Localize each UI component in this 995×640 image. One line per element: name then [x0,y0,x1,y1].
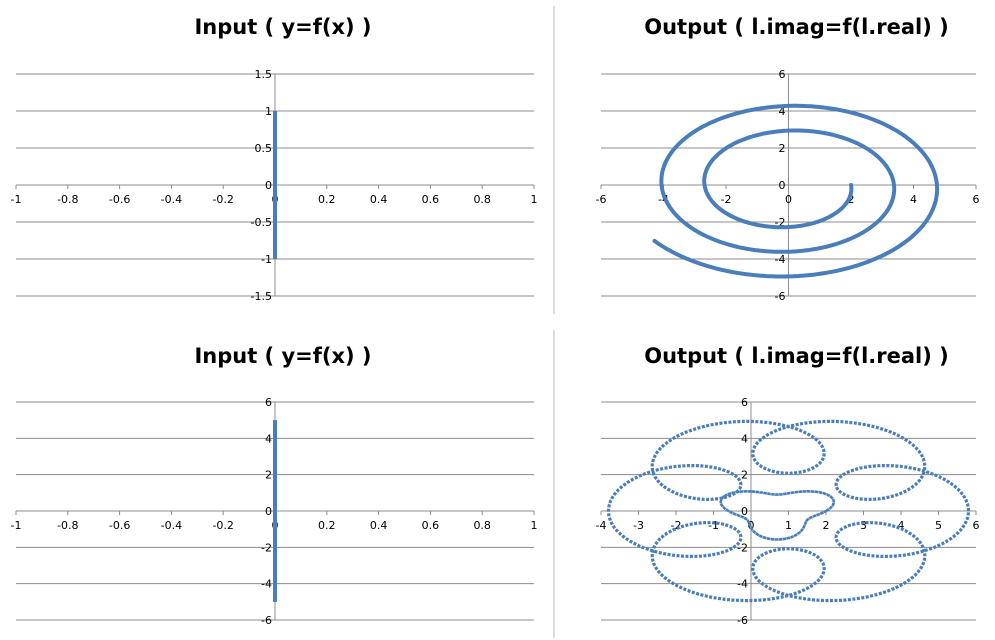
input-bottom-y-tick-label: 6 [265,396,272,409]
input-top-x-tick-label: -0.4 [161,193,182,206]
input-top-x-tick-label: -0.6 [109,193,130,206]
input-bottom-x-tick-label: 0.8 [473,519,491,532]
output-top-series-spiral [652,103,940,279]
input-top-chart: Input ( y=f(x) ) -1.5 -1 -0.5 0 0.5 1 1.5 -1 -0.8… [11,15,538,303]
output-bottom-x-tick-label: 5 [935,519,942,532]
output-top-y-tick-label: 4 [779,105,786,118]
input-bottom-chart: Input ( y=f(x) ) -6 -4 -2 0 2 4 6 -1 -0.8 -0.6 -0.4… [11,344,538,627]
output-bottom-x-tick-label: -1 [708,519,719,532]
output-bottom-x-tick-label: 3 [860,519,867,532]
input-bottom-x-tick-label: 1 [531,519,538,532]
output-top-x-tick-label: 6 [973,193,980,206]
output-top-y-tick-label: 2 [779,142,786,155]
output-top-x-tick-label: 2 [848,193,855,206]
input-top-x-tick-label: 0.2 [318,193,336,206]
output-bottom-title: Output ( l.imag=f(l.real) ) [644,344,949,368]
output-bottom-y-tick-label: 4 [741,432,748,445]
input-top-y-tick-label: 0 [265,179,272,192]
input-bottom-y-tick-label: -2 [261,541,272,554]
output-top-y-tick-label: -6 [775,290,786,303]
output-top-y-tick-label: -2 [775,216,786,229]
output-bottom-x-tick-label: -3 [633,519,644,532]
output-bottom-x-tick-label: -2 [671,519,682,532]
input-top-y-tick-label: -0.5 [251,216,272,229]
input-bottom-x-tick-label: -0.8 [57,519,78,532]
input-top-y-tick-label: 1.5 [255,68,273,81]
input-bottom-x-tick-label: 0.2 [318,519,336,532]
input-bottom-x-tick-label: 0.6 [422,519,440,532]
output-bottom-x-tick-label: 2 [823,519,830,532]
input-top-title: Input ( y=f(x) ) [194,15,371,39]
input-bottom-x-tick-label: -0.6 [109,519,130,532]
output-bottom-x-tick-label: 6 [973,519,980,532]
output-bottom-chart: Output ( l.imag=f(l.real) ) -6 -4 -2 0 2 4 6 -4 -… [596,344,980,627]
input-bottom-y-tick-label: 2 [265,469,272,482]
output-top-y-tick-label: -4 [775,253,786,266]
input-bottom-title: Input ( y=f(x) ) [194,344,371,368]
input-top-y-tick-label: 0.5 [255,142,273,155]
input-bottom-x-tick-label: 0.4 [370,519,388,532]
input-bottom-y-tick-label: -6 [261,614,272,627]
output-bottom-series-loops [606,419,971,603]
output-top-x-tick-label: 4 [910,193,917,206]
input-bottom-y-tick-label: 4 [265,432,272,445]
input-top-x-tick-label: -0.8 [57,193,78,206]
input-top-y-tick-label: -1.5 [251,290,272,303]
input-top-x-tick-label: -0.2 [212,193,233,206]
output-bottom-x-tick-label: -4 [596,519,607,532]
input-bottom-y-tick-label: -4 [261,578,272,591]
input-top-y-tick-label: 1 [265,105,272,118]
input-top-x-tick-label: 0.8 [473,193,491,206]
input-top-x-tick-label: 0.4 [370,193,388,206]
output-bottom-x-tick-label: 1 [785,519,792,532]
input-bottom-x-tick-label: -0.4 [161,519,182,532]
input-top-x-tick-label: 1 [531,193,538,206]
input-bottom-y-tick-label: 0 [265,505,272,518]
output-top-x-tick-label: -2 [721,193,732,206]
output-top-x-tick-label: -6 [596,193,607,206]
output-top-y-tick-label: 6 [779,68,786,81]
output-bottom-y-tick-label: -4 [737,578,748,591]
output-bottom-series-inner-loops [719,490,836,541]
output-bottom-y-tick-label: -2 [737,541,748,554]
output-top-x-tick-label: 0 [785,193,792,206]
input-bottom-x-tick-label: -0.2 [212,519,233,532]
input-top-x-tick-label: -1 [11,193,22,206]
output-bottom-y-tick-label: 0 [741,505,748,518]
output-top-y-tick-label: 0 [779,179,786,192]
output-bottom-x-tick-label: 4 [898,519,905,532]
output-top-title: Output ( l.imag=f(l.real) ) [644,15,949,39]
input-top-y-tick-label: -1 [261,253,272,266]
input-bottom-x-tick-label: -1 [11,519,22,532]
output-bottom-y-tick-label: 6 [741,396,748,409]
output-bottom-y-tick-label: -6 [737,614,748,627]
output-top-chart: Output ( l.imag=f(l.real) ) -6 -4 -2 0 2 4 6 -6 -… [596,15,980,303]
output-bottom-y-tick-label: 2 [741,469,748,482]
input-top-x-tick-label: 0.6 [422,193,440,206]
